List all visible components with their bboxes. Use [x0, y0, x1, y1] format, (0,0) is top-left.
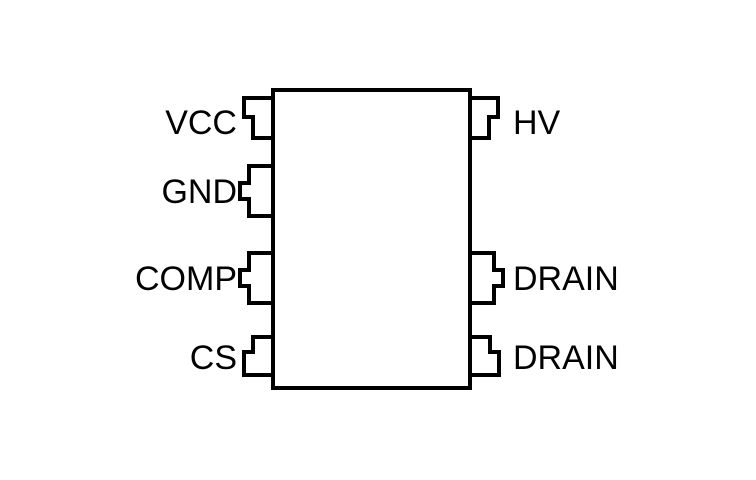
pin-label-gnd: GND [161, 173, 237, 211]
pin-hv [466, 96, 500, 140]
pin-drain-upper [466, 251, 505, 305]
pin-label-vcc: VCC [165, 104, 237, 142]
pin-drain-lower [466, 335, 501, 377]
pin-label-cs: CS [190, 339, 237, 377]
pin-cs [242, 335, 277, 377]
pin-gnd [238, 164, 277, 218]
ic-body [271, 88, 472, 390]
pin-label-drain-upper: DRAIN [513, 260, 619, 298]
pin-label-hv: HV [513, 104, 561, 142]
pin-label-drain-lower: DRAIN [513, 339, 619, 377]
pin-comp [238, 251, 277, 305]
pin-label-comp: COMP [135, 260, 237, 298]
pin-vcc [242, 96, 277, 140]
